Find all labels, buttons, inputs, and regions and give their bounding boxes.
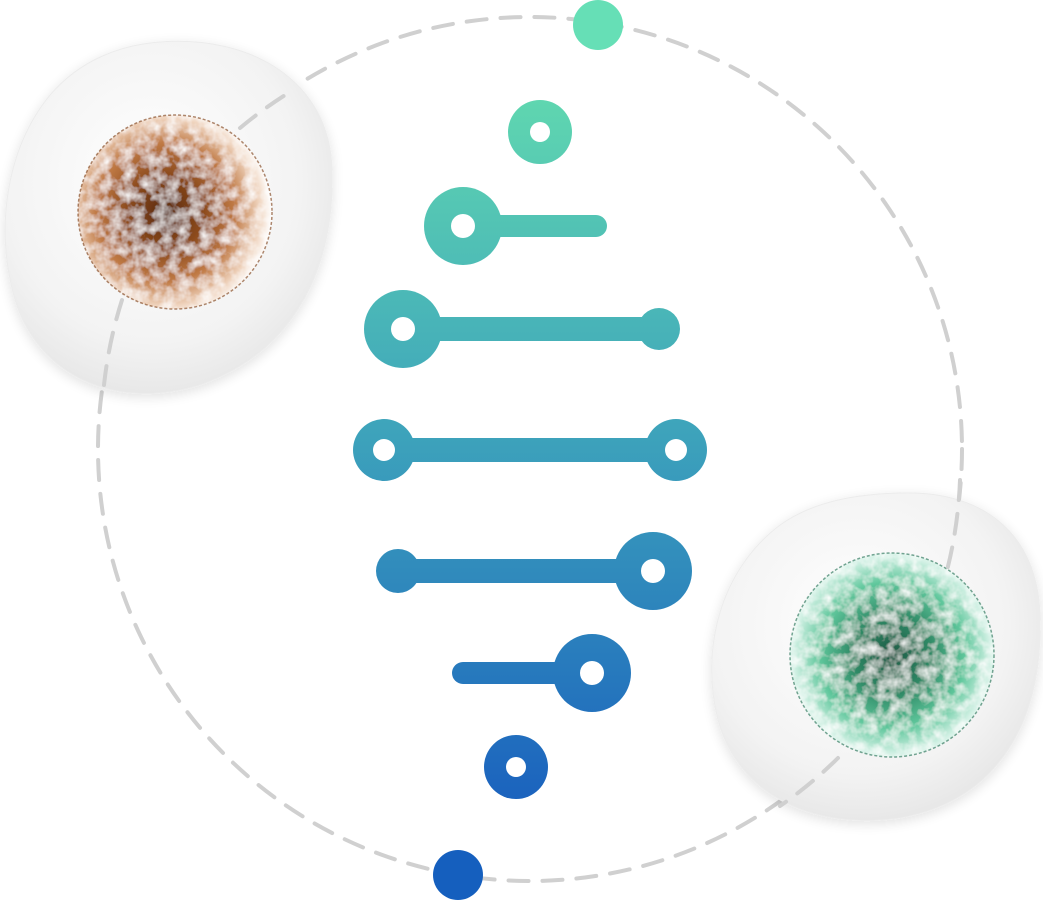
cell-brown-icon xyxy=(4,40,333,395)
cell-nucleus xyxy=(78,115,272,309)
ladder-rung xyxy=(376,532,692,610)
ladder-rung xyxy=(484,735,548,799)
ladder-rung xyxy=(424,187,607,265)
molecule-ladder-icon xyxy=(353,100,707,799)
ladder-rung xyxy=(364,290,680,368)
orbit-top-dot xyxy=(573,0,623,50)
ladder-rung xyxy=(508,100,572,164)
ladder-rung xyxy=(452,634,631,712)
orbit-bottom-dot xyxy=(433,850,483,900)
cell-nucleus xyxy=(790,553,994,757)
orbit-ring xyxy=(96,15,964,883)
ladder-rung xyxy=(353,419,707,481)
cell-green-icon xyxy=(711,492,1041,822)
